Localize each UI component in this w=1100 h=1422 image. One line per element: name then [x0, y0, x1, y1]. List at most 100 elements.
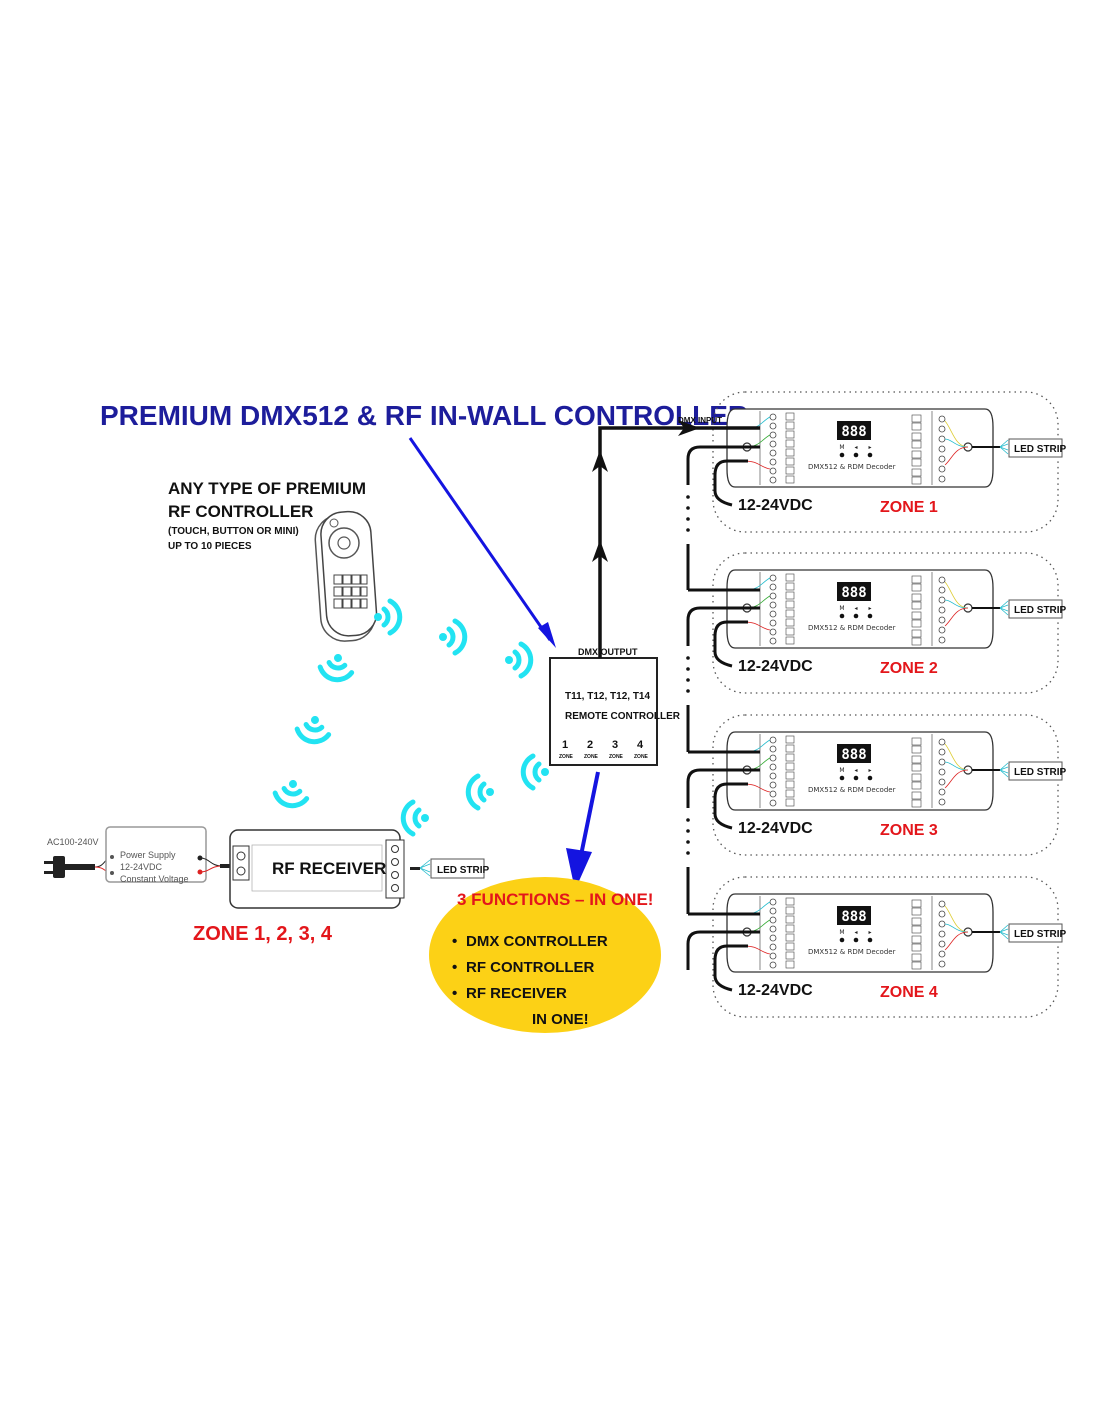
voltage-label: 12-24VDC — [738, 982, 813, 999]
control-button[interactable] — [839, 937, 845, 943]
power-cable — [713, 620, 748, 668]
decoder-label: DMX512 & RDM Decoder — [808, 948, 896, 956]
rf-wave-icon — [317, 654, 355, 683]
continuation-dot — [686, 818, 690, 822]
decoder-body — [726, 569, 994, 649]
voltage-label: 12-24VDC — [738, 497, 813, 514]
functions-footer: IN ONE! — [532, 1011, 589, 1028]
display-value: 888 — [841, 747, 866, 763]
segment-display — [837, 744, 871, 763]
ac-plug-icon — [44, 856, 95, 878]
continuation-dot — [686, 689, 690, 693]
zone-caption: ZONE 1, 2, 3, 4 — [193, 923, 333, 945]
decoder-label: DMX512 & RDM Decoder — [808, 624, 896, 632]
zone-boundary — [712, 714, 1059, 856]
decoder-body — [726, 893, 994, 973]
title-pointer-arrowhead — [538, 622, 556, 648]
decoder-label: DMX512 & RDM Decoder — [808, 786, 896, 794]
continuation-dot — [686, 851, 690, 855]
rf-controller-note-2: UP TO 10 PIECES — [168, 541, 252, 552]
zone-boundary — [712, 391, 1059, 533]
decoder-label: DMX512 & RDM Decoder — [808, 463, 896, 471]
button-label: ▸ — [868, 929, 871, 936]
function-item-bullet: • — [452, 933, 457, 950]
led-strip-box — [430, 858, 485, 879]
dmx-link-cable — [686, 768, 760, 808]
control-button[interactable] — [853, 775, 859, 781]
rf-controller-note-1: (TOUCH, BUTTON OR MINI) — [168, 526, 299, 537]
diagram-title: PREMIUM DMX512 & RF IN-WALL CONTROLLER — [100, 400, 748, 431]
segment-display — [837, 582, 871, 601]
control-button[interactable] — [839, 452, 845, 458]
control-button[interactable] — [839, 775, 845, 781]
button-label: ▸ — [868, 767, 871, 774]
power-cable — [713, 944, 748, 992]
dmx-input-label: DMX INPUT — [678, 416, 722, 425]
rf-wave-icon — [272, 780, 310, 809]
zone-boundary — [712, 552, 1059, 694]
control-button[interactable] — [853, 937, 859, 943]
continuation-dot — [686, 506, 690, 510]
rf-wave-icon — [520, 753, 549, 791]
control-button[interactable] — [867, 452, 873, 458]
led-strip-label: LED STRIP — [1014, 605, 1067, 616]
led-strip-label: LED STRIP — [1014, 444, 1067, 455]
control-button[interactable] — [867, 613, 873, 619]
functions-heading: 3 FUNCTIONS – IN ONE! — [457, 890, 653, 909]
svg-text:4: 4 — [637, 739, 644, 751]
continuation-dot — [686, 517, 690, 521]
functions-bubble: 3 FUNCTIONS – IN ONE! • DMX CONTROLLER •… — [429, 877, 661, 1033]
led-strip-box — [1008, 761, 1063, 781]
continuation-dot — [686, 829, 690, 833]
controller-name: REMOTE CONTROLLER — [565, 711, 681, 722]
display-value: 888 — [841, 585, 866, 601]
ac-voltage-label: AC100-240V — [47, 837, 99, 847]
rf-signal-waves — [272, 598, 549, 837]
control-button[interactable] — [839, 613, 845, 619]
zone-boundary — [712, 876, 1059, 1018]
button-label: ▸ — [868, 605, 871, 612]
control-button[interactable] — [867, 937, 873, 943]
rf-controller-heading-1: ANY TYPE OF PREMIUM — [168, 479, 366, 498]
button-label: M — [839, 444, 844, 451]
power-chain: AC100-240V Power Supply 12-24VDC Constan… — [44, 826, 490, 945]
svg-text:ZONE: ZONE — [609, 754, 624, 760]
controller-models: T11, T12, T12, T14 — [565, 691, 650, 702]
rf-controller-heading-2: RF CONTROLLER — [168, 502, 313, 521]
control-button[interactable] — [853, 613, 859, 619]
power-cable — [713, 782, 748, 830]
functions-pointer-arrowhead — [566, 848, 592, 890]
continuation-dot — [686, 495, 690, 499]
led-strip-label: LED STRIP — [1014, 929, 1067, 940]
dmx-link-cable — [686, 930, 760, 970]
button-label: ◂ — [854, 929, 857, 936]
rf-wave-icon — [439, 618, 468, 656]
segment-display — [837, 906, 871, 925]
zone-label: ZONE 3 — [880, 822, 938, 839]
led-strip-box — [1008, 438, 1063, 458]
rf-wave-icon — [465, 773, 494, 811]
continuation-dot — [686, 656, 690, 660]
display-value: 888 — [841, 909, 866, 925]
rf-receiver-label: RF RECEIVER — [272, 859, 386, 878]
control-button[interactable] — [853, 452, 859, 458]
button-label: ▸ — [868, 444, 871, 451]
function-item: RF CONTROLLER — [466, 959, 594, 976]
continuation-dot — [686, 528, 690, 532]
rf-wave-icon — [400, 799, 429, 837]
psu-label-3: Constant Voltage — [120, 874, 189, 884]
display-value: 888 — [841, 424, 866, 440]
dmx-link-cable — [686, 606, 760, 646]
segment-display — [837, 421, 871, 440]
zone-label: ZONE 2 — [880, 660, 938, 677]
led-strip-box — [1008, 923, 1063, 943]
power-cable — [713, 459, 748, 507]
function-item: DMX CONTROLLER — [466, 933, 608, 950]
control-button[interactable] — [867, 775, 873, 781]
